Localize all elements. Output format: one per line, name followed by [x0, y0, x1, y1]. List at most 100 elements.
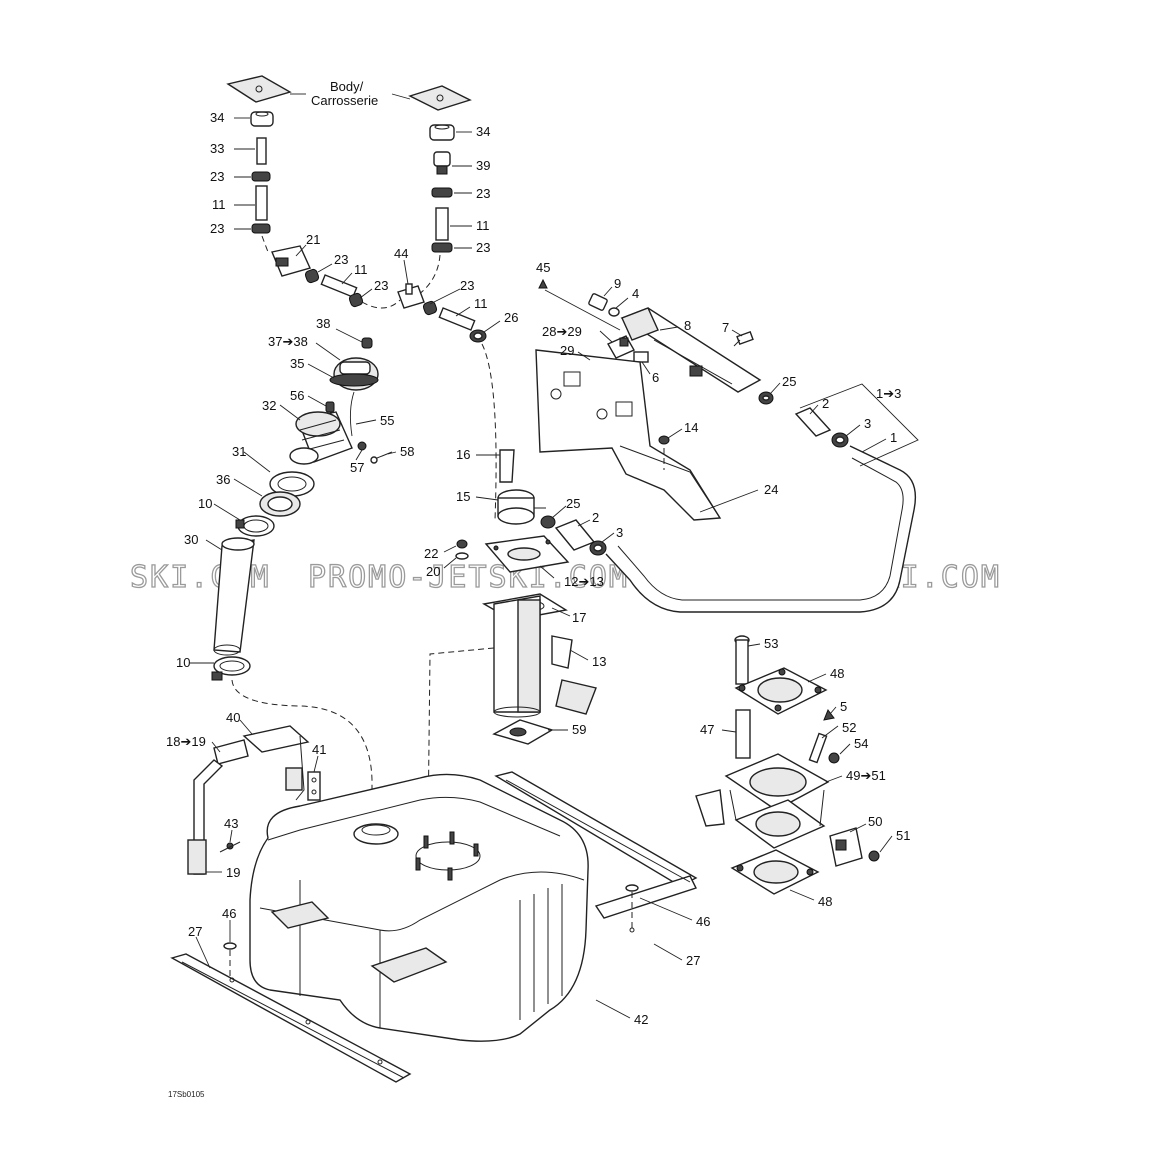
clamp-23-g [422, 300, 438, 316]
nut-22 [456, 539, 468, 549]
callout-23-b: 23 [210, 221, 224, 236]
hose-11-c [435, 207, 449, 241]
drawing-code: 17Sb0105 [168, 1090, 205, 1099]
check-valve-39 [433, 151, 451, 175]
callout-23-a: 23 [210, 169, 224, 184]
callout-labels: 34 33 23 11 23 21 23 11 23 44 34 39 23 1… [166, 110, 910, 1027]
clamp-25-a [758, 391, 774, 405]
body-mount-plate-right [408, 85, 472, 111]
callout-27-left: 27 [188, 924, 202, 939]
clip-41 [307, 771, 321, 801]
gasket-48-bottom [730, 849, 820, 895]
callout-23-c: 23 [334, 252, 348, 267]
support-plate-24 [535, 349, 722, 521]
clamp-3-b [589, 540, 607, 556]
fuel-tank-42 [249, 773, 589, 1042]
callout-9: 9 [614, 276, 621, 291]
callout-34-left: 34 [210, 110, 224, 125]
bolt-7 [733, 330, 754, 347]
callout-29: 29 [560, 343, 574, 358]
fuel-injector-28-29 [607, 335, 635, 359]
tether-55 [349, 391, 355, 437]
callout-48-bottom: 48 [818, 894, 832, 909]
callout-10-b: 10 [176, 655, 190, 670]
rail-27-left [170, 953, 412, 1083]
callout-23-e: 23 [476, 186, 490, 201]
clamp-23-a [251, 171, 271, 182]
filler-hose-30 [213, 537, 255, 656]
screw-14 [658, 435, 670, 470]
push-rivet-46-left [223, 942, 237, 976]
clip-6 [633, 351, 649, 363]
vent-grommet-34-right [429, 124, 455, 141]
callout-13: 13 [592, 654, 606, 669]
body-mount-plate-left [226, 75, 292, 103]
rail-27-right [494, 771, 698, 933]
vent-valve-21 [271, 245, 311, 277]
callout-43: 43 [224, 816, 238, 831]
callout-3-b: 3 [616, 525, 623, 540]
clamp-10-a [235, 515, 275, 537]
screw-57 [357, 441, 367, 451]
hose-11-d [438, 307, 476, 331]
o-ring-4 [608, 307, 620, 317]
callout-41: 41 [312, 742, 326, 757]
callout-24: 24 [764, 482, 778, 497]
callout-55: 55 [380, 413, 394, 428]
callout-46-left: 46 [222, 906, 236, 921]
watermark-text-2: PROMO-JETSKI.COM [308, 560, 629, 595]
callout-2-b: 2 [592, 510, 599, 525]
clamp-23-b [251, 223, 271, 234]
leader-lines [190, 117, 893, 1019]
clamp-23-f [431, 242, 453, 253]
callout-27-right: 27 [686, 953, 700, 968]
callout-11-b: 11 [354, 262, 368, 277]
strap-bracket-40 [242, 725, 310, 801]
callout-33: 33 [210, 141, 224, 156]
push-rivet-46-right [625, 884, 639, 928]
rail-bracket [689, 365, 703, 377]
vent-grommet-34-left [250, 111, 274, 127]
pin-58 [370, 451, 393, 464]
screw-51 [868, 850, 880, 862]
gasket-48-top [734, 667, 828, 715]
fuel-pump-housing [493, 595, 541, 718]
callout-4: 4 [632, 286, 639, 301]
callout-23-g: 23 [460, 278, 474, 293]
screw-52 [808, 732, 828, 764]
clamp-25-b [540, 515, 556, 529]
pin-47 [735, 709, 751, 759]
callout-40: 40 [226, 710, 240, 725]
callout-32: 32 [262, 398, 276, 413]
callout-50: 50 [868, 814, 882, 829]
strap-18-19 [187, 739, 249, 875]
callout-36: 36 [216, 472, 230, 487]
hose-11-b [320, 274, 358, 298]
callout-5: 5 [840, 699, 847, 714]
vent-tube-33 [256, 137, 267, 165]
callout-45: 45 [536, 260, 550, 275]
callout-1: 1 [890, 430, 897, 445]
callout-18-19: 18➔19 [166, 734, 206, 749]
callout-15: 15 [456, 489, 470, 504]
callout-31: 31 [232, 444, 246, 459]
clamp-23-e [431, 187, 453, 198]
bolt-53 [734, 635, 750, 685]
clamp-23-d [348, 292, 364, 308]
callout-47: 47 [700, 722, 714, 737]
callout-56: 56 [290, 388, 304, 403]
strainer-59 [492, 719, 554, 745]
callout-57: 57 [350, 460, 364, 475]
callout-26: 26 [504, 310, 518, 325]
callout-35: 35 [290, 356, 304, 371]
callout-17: 17 [572, 610, 586, 625]
callout-30: 30 [184, 532, 198, 547]
callout-1-3: 1➔3 [876, 386, 901, 401]
hose-11-a [255, 185, 268, 221]
callout-52: 52 [842, 720, 856, 735]
gasket-38 [361, 337, 373, 349]
fuel-sender-flange-12-13 [484, 535, 570, 573]
callout-51: 51 [896, 828, 910, 843]
fitting-9 [588, 293, 608, 311]
